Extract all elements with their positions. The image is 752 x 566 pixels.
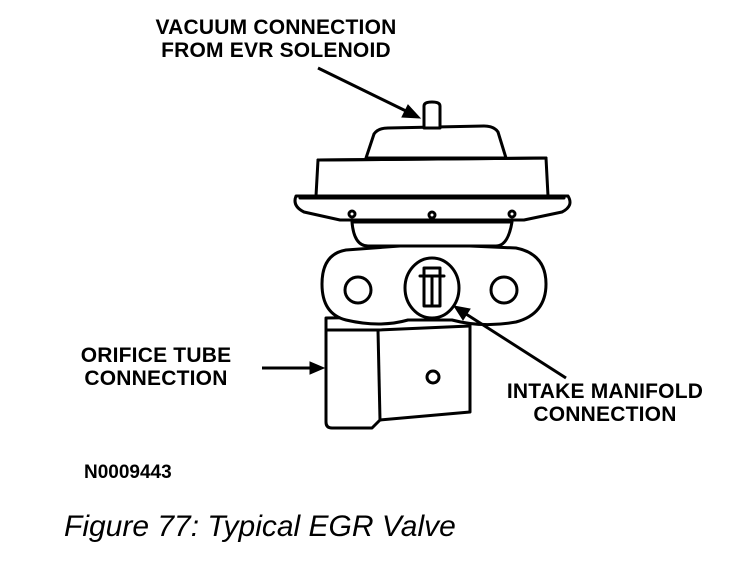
vacuum-label-line2: FROM EVR SOLENOID: [161, 39, 391, 62]
intake-manifold-label: INTAKE MANIFOLD CONNECTION: [490, 380, 720, 426]
intake-port: [403, 256, 461, 320]
intake-label-line1: INTAKE MANIFOLD: [506, 380, 704, 403]
flange-rivet-right: [507, 209, 517, 219]
figure-caption: Figure 77: Typical EGR Valve: [64, 510, 456, 543]
orifice-leader-arrow: [262, 361, 326, 375]
vacuum-connection-label: VACUUM CONNECTION FROM EVR SOLENOID: [126, 16, 426, 62]
right-bolt-hole: [489, 275, 519, 305]
intake-label-line2: CONNECTION: [533, 403, 677, 426]
vacuum-label-line1: VACUUM CONNECTION: [155, 16, 397, 39]
reference-code: N0009443: [84, 462, 172, 483]
intake-leader-arrow: [452, 305, 567, 380]
flange-rivet-left: [347, 209, 357, 219]
diaphragm-dome: [364, 124, 508, 160]
orifice-label-line1: ORIFICE TUBE: [80, 344, 232, 367]
orifice-tube-label: ORIFICE TUBE CONNECTION: [60, 344, 252, 390]
diaphragm-housing: [314, 156, 550, 198]
valve-lower-body: [324, 314, 472, 430]
vacuum-leader-arrow: [317, 66, 422, 119]
flange-rivet-mid: [427, 210, 437, 220]
lower-body-hole: [425, 369, 441, 385]
left-bolt-hole: [343, 275, 373, 305]
orifice-label-line2: CONNECTION: [84, 367, 228, 390]
valve-neck: [350, 220, 514, 248]
diaphragm-flange: [293, 194, 572, 222]
vacuum-nipple: [422, 100, 442, 130]
